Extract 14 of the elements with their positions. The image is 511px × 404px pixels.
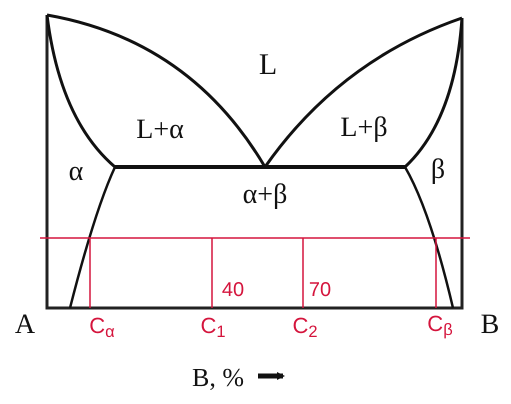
composition-label: C$_{1}$	[200, 315, 226, 337]
composition-label: C$_{2}$	[292, 315, 318, 337]
phase-region-label: L+β	[340, 114, 388, 142]
component-label: A	[14, 311, 36, 339]
axis-label: B, %	[192, 365, 244, 391]
phase-region-label: L+α	[136, 116, 184, 144]
composition-value: 40	[222, 280, 244, 300]
composition-label: C$_{α}$	[89, 315, 115, 337]
phase-region-label: α+β	[242, 181, 288, 209]
phase-region-label: β	[430, 156, 446, 184]
phase-region-label: L	[258, 50, 278, 80]
phase-region-label: α	[68, 158, 84, 186]
composition-value: 70	[308, 280, 332, 300]
component-label: B	[480, 311, 500, 339]
